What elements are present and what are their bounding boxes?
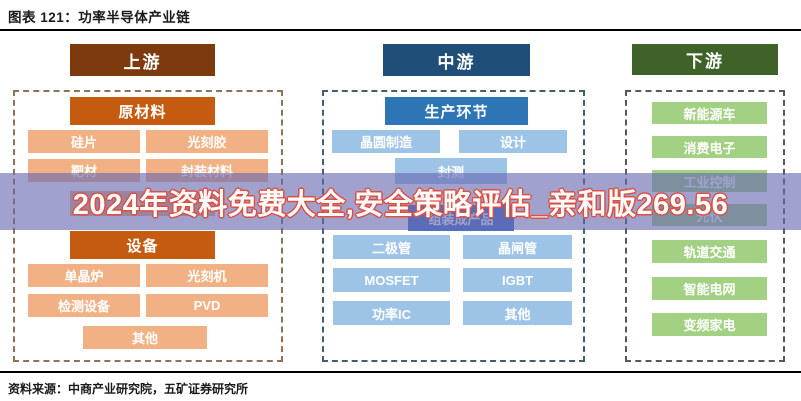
ad-overlay-banner[interactable]: 2024年资料免费大全,安全策略评估_亲和版269.56	[0, 173, 801, 230]
ad-overlay-text: 2024年资料免费大全,安全策略评估_亲和版269.56	[72, 188, 729, 221]
box-single-crystal-furnace: 单晶炉	[28, 264, 140, 287]
box-wafer-fabrication: 晶圆制造	[332, 130, 440, 153]
box-silicon-wafer: 硅片	[28, 130, 140, 153]
production-section-header: 生产环节	[385, 97, 528, 125]
box-photoresist: 光刻胶	[146, 130, 268, 153]
box-mosfet: MOSFET	[333, 268, 450, 292]
midstream-column-header: 中游	[383, 44, 530, 76]
box-new-energy-vehicles: 新能源车	[652, 102, 767, 124]
box-smart-grid: 智能电网	[652, 277, 767, 300]
box-igbt: IGBT	[463, 268, 572, 292]
source-note: 资料来源：中商产业研究院，五矿证券研究所	[8, 382, 249, 396]
box-equipment-other: 其他	[83, 326, 207, 349]
box-consumer-electronics: 消费电子	[652, 136, 767, 158]
equipment-section-header: 设备	[70, 231, 215, 259]
box-diode: 二极管	[333, 235, 450, 259]
upstream-column-header: 上游	[70, 44, 215, 76]
box-products-other: 其他	[463, 301, 572, 325]
box-inverter-appliances: 变频家电	[652, 313, 767, 336]
box-pvd: PVD	[146, 294, 268, 317]
box-inspection-equipment: 检测设备	[28, 294, 140, 317]
box-rail-transit: 轨道交通	[652, 240, 767, 263]
box-design: 设计	[459, 130, 567, 153]
bottom-divider	[0, 371, 801, 373]
materials-section-header: 原材料	[70, 97, 215, 125]
figure-title: 图表 121：功率半导体产业链	[8, 10, 191, 25]
top-divider	[0, 29, 801, 31]
downstream-column-header: 下游	[632, 44, 778, 75]
box-lithography-machine: 光刻机	[146, 264, 268, 287]
box-power-ic: 功率IC	[333, 301, 450, 325]
box-thyristor: 晶闸管	[463, 235, 572, 259]
